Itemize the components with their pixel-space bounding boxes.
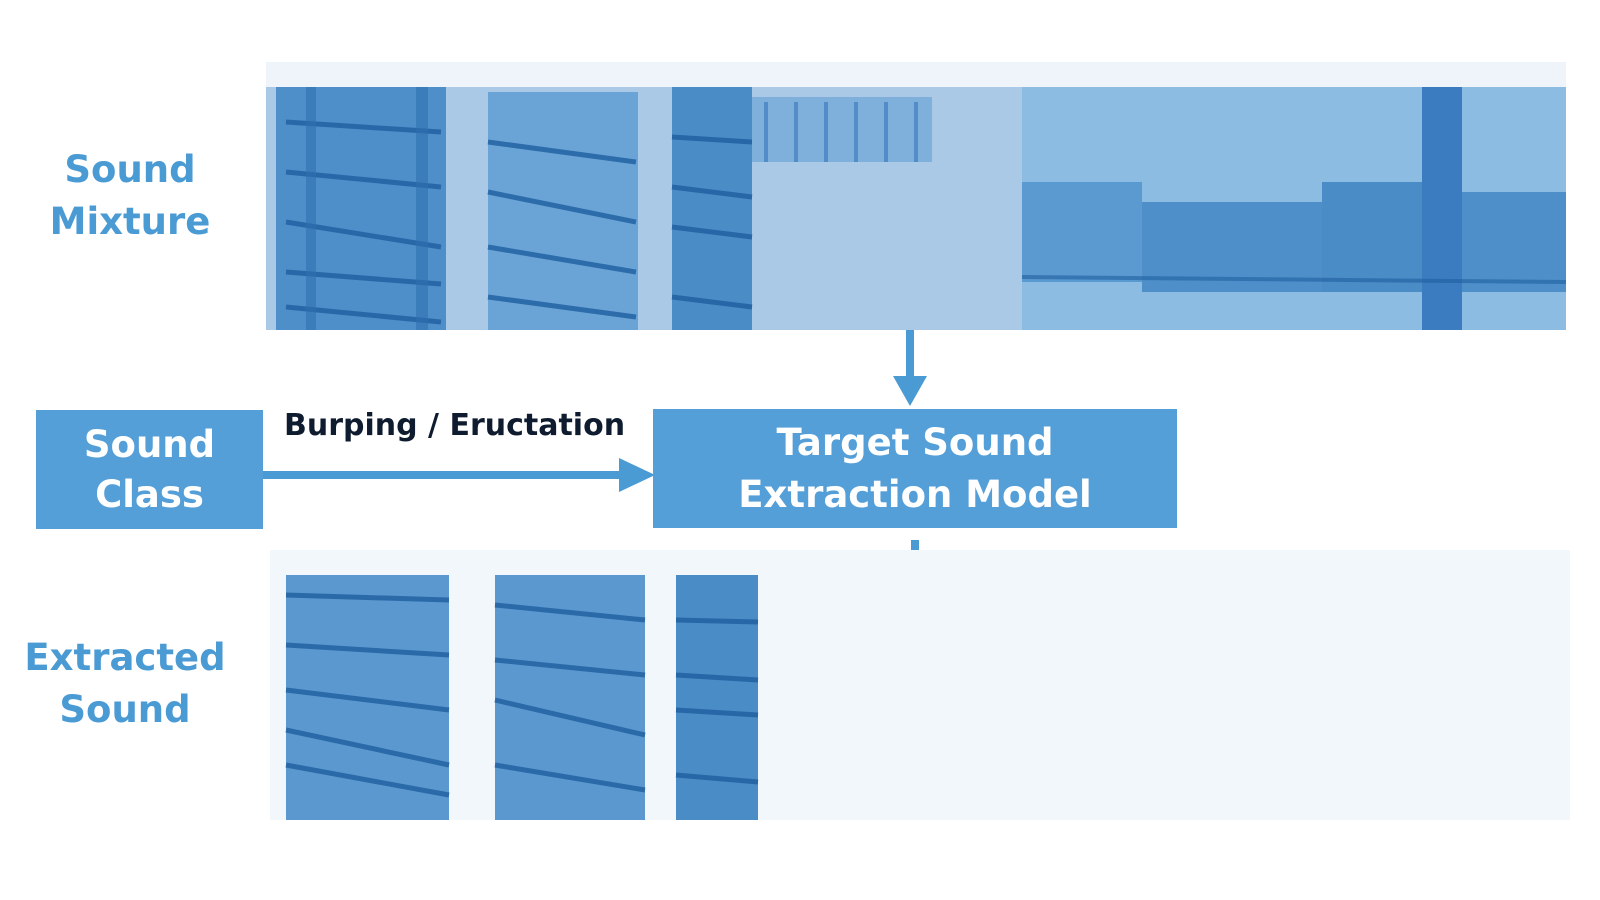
extracted-sound-label: Extracted Sound xyxy=(24,636,226,731)
sound-class-box: Sound Class xyxy=(36,410,263,529)
extracted-sound-spectrogram xyxy=(270,550,1570,820)
sound-class-value: Burping / Eructation xyxy=(284,408,626,443)
arrow-down-to-model xyxy=(893,330,927,406)
sound-mixture-label: Sound Mixture xyxy=(49,148,211,243)
target-sound-extraction-model-box: Target Sound Extraction Model xyxy=(653,409,1177,528)
sound-mixture-spectrogram xyxy=(266,62,1566,330)
arrow-right-to-model xyxy=(263,458,655,492)
